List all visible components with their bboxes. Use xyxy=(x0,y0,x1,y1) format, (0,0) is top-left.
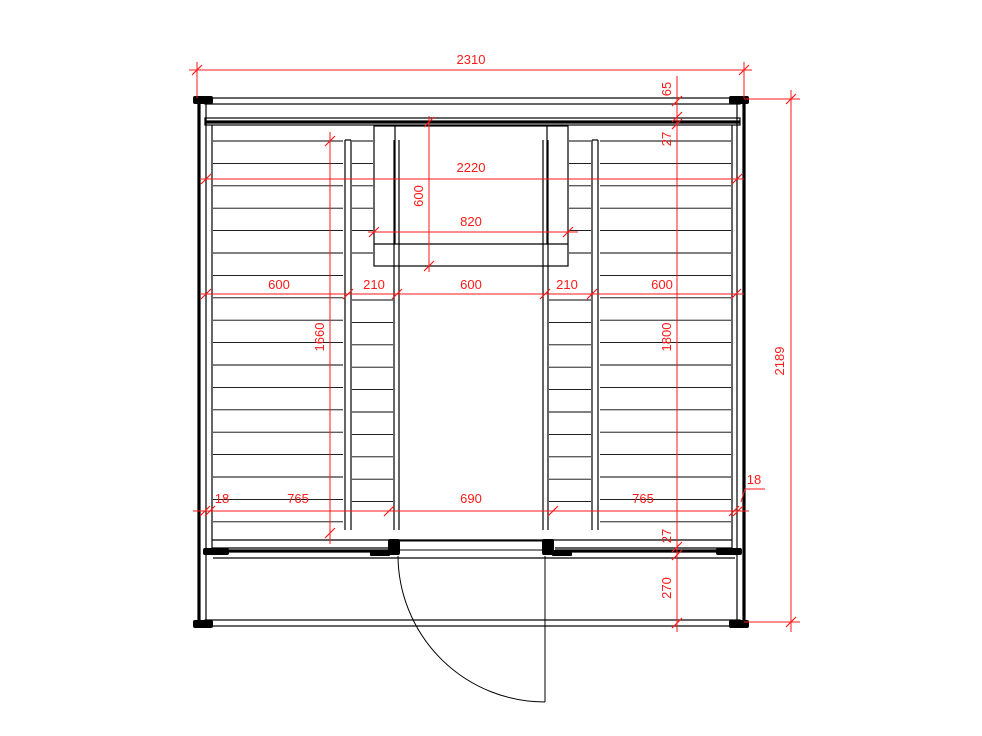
dim-bench-left-width: 600 xyxy=(268,277,290,292)
dim-overall-width: 2310 xyxy=(457,52,486,67)
dim-side-wall-right: 18 xyxy=(747,472,761,487)
dim-wall-thickness-top: 27 xyxy=(659,132,674,146)
dimension-labels: 2310 2220 820 600 600 210 600 210 600 16… xyxy=(215,52,787,599)
dimension-lines xyxy=(189,62,800,632)
building-outline xyxy=(193,96,749,628)
dim-stove-depth: 600 xyxy=(411,185,426,207)
dim-step-right-width: 210 xyxy=(556,277,578,292)
bench-planks xyxy=(213,140,731,523)
dim-walkway-width: 600 xyxy=(460,277,482,292)
bench-left xyxy=(344,139,400,530)
dim-left-bench-depth: 1660 xyxy=(312,323,327,352)
dim-door-opening: 690 xyxy=(460,491,482,506)
dim-roof-overhang-top: 65 xyxy=(659,82,674,96)
dim-porch-depth: 270 xyxy=(659,577,674,599)
dim-side-wall-left: 18 xyxy=(215,491,229,506)
dim-bottom-left-span: 765 xyxy=(287,491,309,506)
dim-right-inner-depth: 1800 xyxy=(659,323,674,352)
dim-bench-right-width: 600 xyxy=(651,277,673,292)
dim-bottom-right-span: 765 xyxy=(632,491,654,506)
bench-right xyxy=(542,139,599,530)
entry-door xyxy=(370,539,572,703)
dim-overall-depth: 2189 xyxy=(772,347,787,376)
dim-inner-width: 2220 xyxy=(457,160,486,175)
dim-wall-thickness-bottom: 27 xyxy=(659,529,674,543)
stove xyxy=(373,125,569,267)
dim-step-left-width: 210 xyxy=(363,277,385,292)
dim-stove-width: 820 xyxy=(460,214,482,229)
